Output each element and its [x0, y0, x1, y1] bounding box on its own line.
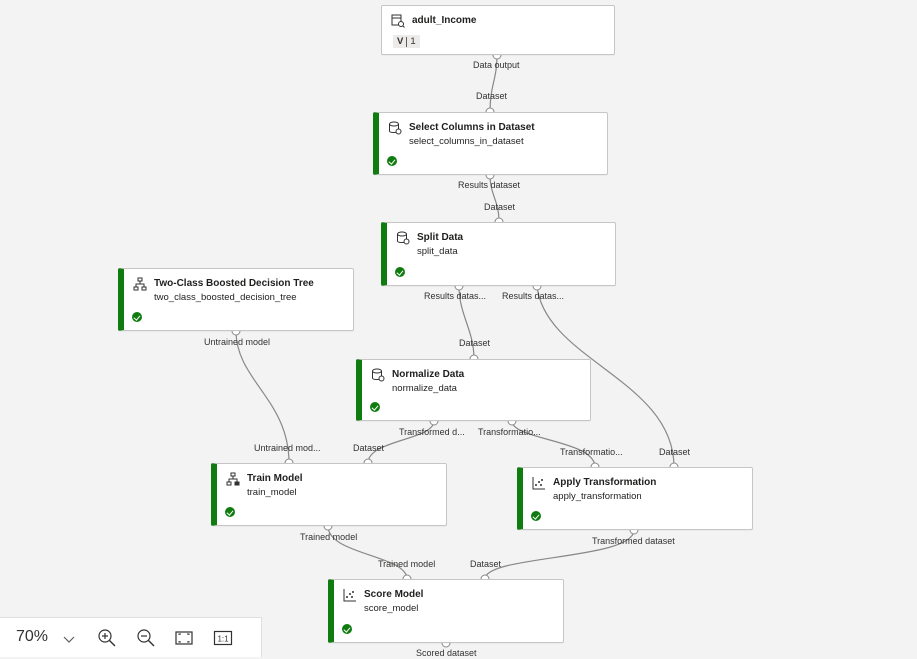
node-apply-transformation[interactable]: Apply Transformation apply_transformatio…: [517, 467, 753, 530]
node-title: Select Columns in Dataset: [409, 122, 535, 133]
success-check-icon: [370, 402, 380, 412]
port-label-split-out1: Results datas...: [424, 291, 487, 301]
node-title: Two-Class Boosted Decision Tree: [154, 278, 314, 289]
success-check-icon: [132, 312, 142, 322]
port-label-train-in2: Dataset: [353, 443, 385, 453]
dataset-icon: [391, 14, 405, 28]
node-split-data[interactable]: Split Data split_data: [381, 222, 616, 286]
port-label-score-in1: Trained model: [378, 559, 436, 569]
edge-split-to-apply: [536, 285, 675, 468]
fit-to-screen-icon[interactable]: [174, 628, 194, 648]
node-subtitle: apply_transformation: [553, 491, 642, 502]
train-icon: [226, 472, 240, 486]
port-label-train-out: Trained model: [300, 532, 358, 542]
node-subtitle: train_model: [247, 487, 297, 498]
port-label-train-in1: Untrained mod...: [254, 443, 321, 453]
node-title: Apply Transformation: [553, 477, 657, 488]
port-label-twoclass-out: Untrained model: [204, 337, 271, 347]
success-check-icon: [395, 267, 405, 277]
node-two-class-boosted-decision-tree[interactable]: Two-Class Boosted Decision Tree two_clas…: [118, 268, 354, 331]
module-icon: [372, 368, 385, 382]
edge-train-to-score: [327, 525, 408, 580]
port-label-data-output: Data output: [473, 60, 520, 70]
node-title: Normalize Data: [392, 369, 465, 380]
actual-size-icon[interactable]: 1:1: [213, 628, 233, 648]
scatter-icon: [532, 477, 545, 490]
success-check-icon: [225, 507, 235, 517]
node-train-model[interactable]: Train Model train_model: [211, 463, 447, 526]
port-label-apply-in1: Transformatio...: [560, 447, 623, 457]
node-subtitle: select_columns_in_dataset: [409, 136, 524, 147]
tree-icon: [133, 277, 147, 291]
scatter-icon: [343, 589, 356, 602]
node-title: adult_Income: [412, 15, 477, 26]
node-subtitle: score_model: [364, 603, 419, 614]
version-badge: V 1: [393, 35, 420, 48]
port-label-split-out2: Results datas...: [502, 291, 565, 301]
svg-text:1:1: 1:1: [217, 635, 229, 644]
success-check-icon: [531, 511, 541, 521]
edge-split-to-normalize: [458, 285, 475, 360]
port-label-apply-in2: Dataset: [659, 447, 691, 457]
node-title: Score Model: [364, 589, 424, 600]
version-number: 1: [410, 36, 416, 47]
port-label-normalize-out1: Transformed d...: [399, 427, 465, 437]
node-score-model[interactable]: Score Model score_model: [328, 579, 564, 643]
zoom-toolbar: 70% 1:1: [0, 617, 262, 657]
version-letter: V: [393, 36, 408, 47]
success-check-icon: [387, 156, 397, 166]
node-title: Split Data: [417, 232, 464, 243]
port-label-normalize-in: Dataset: [459, 338, 491, 348]
zoom-in-icon[interactable]: [97, 628, 117, 648]
node-select-columns[interactable]: Select Columns in Dataset select_columns…: [373, 112, 608, 175]
port-label-split-in: Dataset: [484, 202, 516, 212]
edge-twoclass-to-train: [235, 330, 290, 464]
module-icon: [397, 231, 410, 245]
node-normalize-data[interactable]: Normalize Data normalize_data: [356, 359, 591, 421]
port-label-select-in: Dataset: [476, 91, 508, 101]
port-label-score-in2: Dataset: [470, 559, 502, 569]
edge-select-to-split: [489, 174, 500, 223]
node-subtitle: split_data: [417, 246, 458, 257]
module-icon: [389, 121, 402, 135]
port-label-normalize-out2: Transformatio...: [478, 427, 541, 437]
edge-income-to-select: [489, 54, 498, 113]
edge-apply-to-score: [484, 529, 635, 580]
port-label-apply-out: Transformed dataset: [592, 536, 675, 546]
zoom-level: 70%: [16, 628, 49, 645]
port-label-select-out: Results dataset: [458, 180, 521, 190]
edge-normalize-to-apply: [511, 420, 596, 468]
zoom-dropdown-chevron-down-icon[interactable]: [62, 632, 76, 646]
node-title: Train Model: [247, 473, 303, 484]
node-subtitle: two_class_boosted_decision_tree: [154, 292, 297, 303]
port-label-score-out: Scored dataset: [416, 648, 477, 658]
node-subtitle: normalize_data: [392, 383, 457, 394]
edge-normalize-to-train: [367, 420, 435, 464]
zoom-out-icon[interactable]: [136, 628, 156, 648]
success-check-icon: [342, 624, 352, 634]
node-adult-income[interactable]: adult_Income V 1: [381, 5, 615, 55]
